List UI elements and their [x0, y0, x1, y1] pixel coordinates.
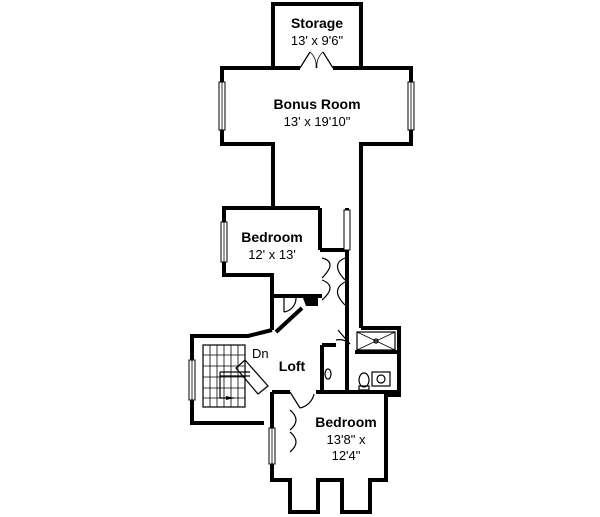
bedroom-upper-label: Bedroom — [241, 229, 302, 245]
storage-size: 13' x 9'6" — [291, 33, 344, 48]
staircase — [202, 344, 269, 408]
bedroom-lower-label: Bedroom — [315, 414, 376, 430]
doors — [283, 51, 351, 453]
windows — [188, 81, 415, 465]
stairs-down-label: Dn — [252, 346, 269, 361]
bedroom-lower-size-line1: 13'8" x — [327, 432, 366, 447]
bonus-room-label: Bonus Room — [273, 96, 360, 112]
storage-label: Storage — [291, 15, 343, 31]
bedroom-upper-size: 12' x 13' — [248, 247, 296, 262]
room-labels: Storage 13' x 9'6" Bonus Room 13' x 19'1… — [241, 15, 376, 463]
bath-fixtures — [324, 331, 396, 391]
bonus-room-size: 13' x 19'10" — [284, 114, 351, 129]
bedroom-lower-size-line2: 12'4" — [332, 448, 361, 463]
loft-label: Loft — [279, 358, 306, 374]
